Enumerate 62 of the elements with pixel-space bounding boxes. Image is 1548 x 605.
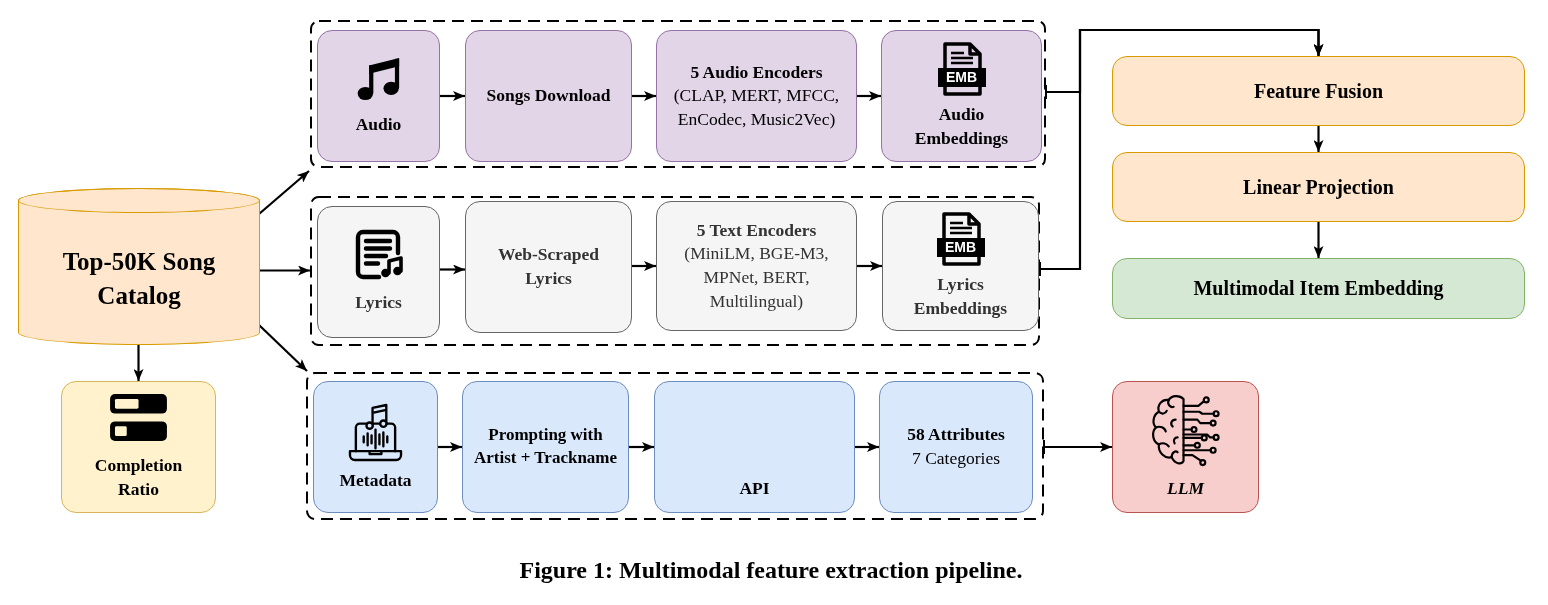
box-label: Feature Fusion — [1253, 78, 1384, 104]
arrow — [857, 261, 882, 271]
box-label: Audio Embeddings — [913, 103, 1010, 150]
arrow — [1313, 126, 1324, 152]
box-label: Prompting with Artist + Trackname — [472, 424, 619, 469]
process-box — [465, 30, 632, 162]
box-title: 5 Audio Encoders — [690, 60, 823, 84]
process-box — [1112, 152, 1525, 222]
arrow — [440, 264, 465, 275]
box-description: 7 Categories — [912, 447, 1000, 470]
box-label: Metadata — [339, 468, 412, 492]
arrow — [258, 324, 308, 372]
process-box — [317, 206, 440, 338]
box-label: API — [739, 477, 770, 501]
process-box — [462, 381, 629, 513]
elbow-arrow — [1039, 28, 1324, 276]
process-box — [61, 381, 216, 513]
process-box — [1112, 258, 1525, 319]
arrow — [857, 91, 881, 101]
box-title: 5 Text Encoders — [696, 218, 817, 242]
box-label: Top-50K Song Catalog — [61, 246, 217, 311]
process-box — [654, 381, 855, 513]
box-label: Multimodal Item Embedding — [1193, 276, 1444, 302]
box-label: Lyrics Embeddings — [912, 273, 1009, 320]
box-description: (MiniLM, BGE-M3, MPNet, BERT, Multilingual) — [683, 242, 830, 313]
icon-label: EMB — [943, 239, 978, 257]
box-label: LLM — [1167, 476, 1204, 500]
arrow — [440, 91, 465, 101]
process-box — [317, 30, 440, 162]
process-box — [656, 201, 857, 331]
dashed-group-frame — [310, 196, 1040, 346]
arrow — [855, 442, 879, 452]
box-title: 58 Attributes — [907, 423, 1005, 447]
box-description: (CLAP, MERT, MFCC, EnCodec, Music2Vec) — [672, 84, 841, 131]
arrow — [1313, 222, 1324, 258]
arrow — [258, 170, 310, 215]
box-label: Linear Projection — [1243, 174, 1394, 201]
dashed-group-frame — [306, 372, 1044, 520]
process-box — [313, 381, 438, 513]
arrow — [1043, 440, 1112, 454]
arrow — [632, 91, 656, 101]
process-box — [656, 30, 857, 162]
arrow — [260, 265, 310, 276]
arrow — [438, 442, 462, 452]
figure-caption: Figure 1: Multimodal feature extraction pipeline. — [519, 557, 1023, 584]
process-box — [879, 381, 1033, 513]
dashed-group-frame — [310, 20, 1046, 168]
process-box — [465, 201, 632, 333]
box-label: Lyrics — [355, 291, 402, 315]
box-label: Web-Scraped Lyrics — [496, 243, 601, 290]
arrow — [133, 345, 144, 381]
box-label: Songs Download — [486, 84, 611, 108]
database-cylinder — [18, 188, 260, 345]
box-label: Audio — [355, 112, 402, 136]
process-box — [881, 30, 1042, 162]
box-label: Completion Ratio — [93, 453, 184, 501]
process-box — [1112, 56, 1525, 126]
arrow — [629, 442, 654, 452]
arrow — [632, 261, 656, 271]
icon-label: EMB — [944, 69, 979, 87]
process-box — [1112, 381, 1259, 513]
process-box — [882, 201, 1039, 331]
